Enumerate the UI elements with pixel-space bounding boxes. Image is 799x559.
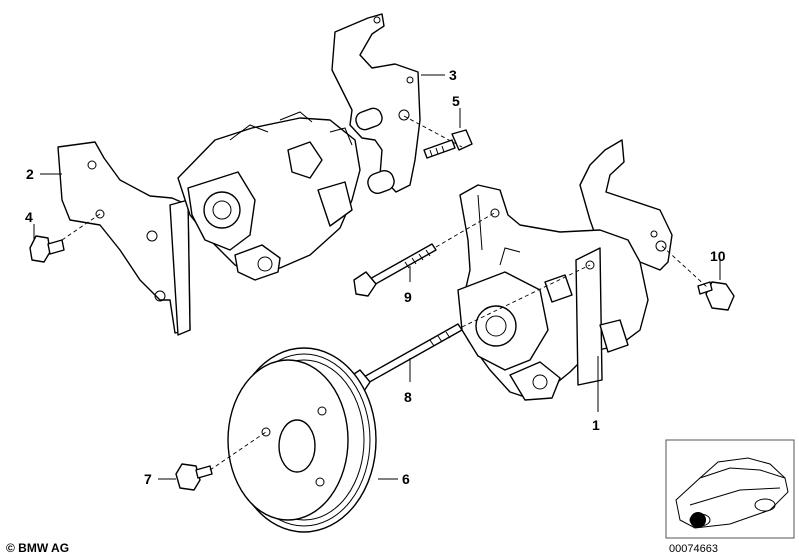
- pulley[interactable]: [227, 347, 377, 533]
- alignment-lines: [61, 115, 709, 471]
- callout-7: 7: [144, 471, 152, 487]
- bolt-5[interactable]: [423, 129, 473, 159]
- diagram-id: 00074663: [669, 543, 718, 555]
- bracket-upper[interactable]: [331, 13, 421, 196]
- location-marker-icon: [690, 512, 706, 528]
- callout-2: 2: [26, 166, 34, 182]
- bolt-7[interactable]: [175, 463, 213, 491]
- bolt-4[interactable]: [29, 235, 65, 263]
- leader-lines: [33, 74, 721, 480]
- callout-5: 5: [452, 93, 460, 109]
- callout-1: 1: [592, 417, 600, 433]
- bolt-8[interactable]: [347, 323, 463, 395]
- bolt-9[interactable]: [353, 243, 437, 297]
- bracket-plate-left[interactable]: [57, 141, 191, 336]
- callout-8: 8: [404, 389, 412, 405]
- copyright-label: © BMW AG: [6, 541, 70, 555]
- power-steering-pump-right[interactable]: [457, 184, 649, 401]
- callout-9: 9: [404, 289, 412, 305]
- callout-3: 3: [449, 67, 457, 83]
- power-steering-pump-left[interactable]: [177, 111, 361, 281]
- callout-6: 6: [402, 471, 410, 487]
- callout-4: 4: [25, 209, 33, 225]
- vehicle-thumbnail[interactable]: [665, 439, 795, 539]
- bolt-10[interactable]: [697, 281, 735, 311]
- callout-10: 10: [710, 248, 726, 264]
